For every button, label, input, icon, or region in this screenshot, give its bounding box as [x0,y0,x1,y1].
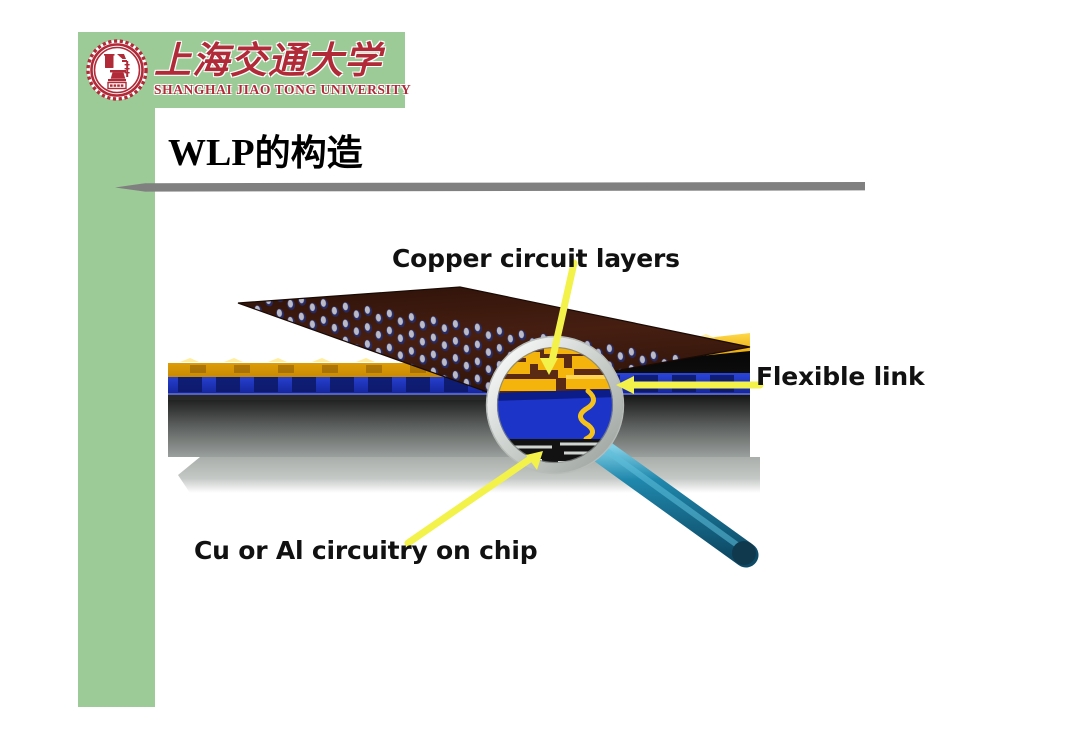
label-flexible-link: Flexible link [756,362,925,391]
logo-chinese-name: 上海交通大学 [154,40,382,82]
title-underline-rule [115,180,865,192]
sjtu-seal-icon [86,39,148,101]
logo-text-block: 上海交通大学 SHANGHAI JIAO TONG UNIVERSITY [154,43,411,98]
slide-title-cjk: 的构造 [254,133,363,174]
slide-title-latin: WLP [168,132,255,174]
arrow-flexible-link [616,376,764,394]
label-cu-al-circuitry-on-chip: Cu or Al circuitry on chip [194,536,538,565]
arrow-cu-al-circuitry [404,451,543,547]
university-logo-band: 上海交通大学 SHANGHAI JIAO TONG UNIVERSITY [78,32,411,108]
logo-english-name: SHANGHAI JIAO TONG UNIVERSITY [154,81,412,97]
wlp-structure-figure [160,225,960,585]
solder-bump-array-top-surface [237,286,751,394]
arrow-copper-circuit-layers [540,259,578,375]
magnifier-handle [583,434,759,568]
sidebar-accent-bar [78,32,155,707]
annotation-arrows [404,259,764,547]
label-copper-circuit-layers: Copper circuit layers [392,244,680,273]
slide-title: WLP的构造 [168,131,363,176]
